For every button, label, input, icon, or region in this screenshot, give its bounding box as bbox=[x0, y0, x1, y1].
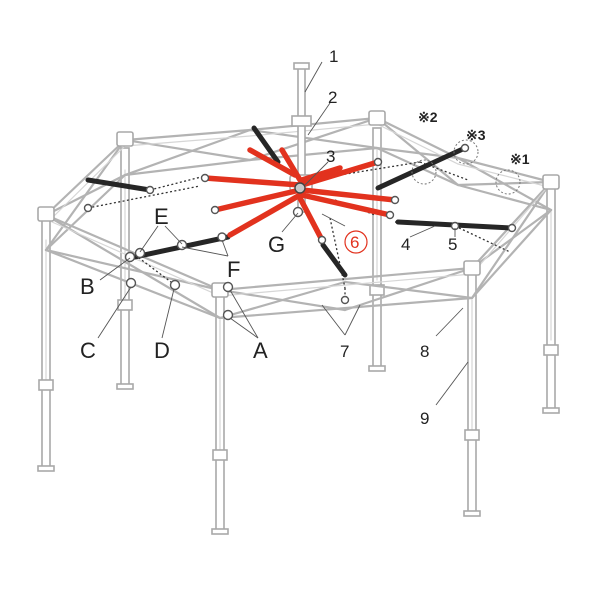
label-4: 4 bbox=[401, 235, 410, 254]
red-strut-e1 bbox=[299, 159, 381, 188]
red-strut-nw bbox=[247, 147, 298, 178]
lower-rail-back bbox=[44, 146, 553, 252]
center-pole-cap bbox=[293, 62, 310, 70]
joint-E1 bbox=[134, 247, 146, 259]
label-note-2: ※2 bbox=[418, 109, 438, 125]
dark-bar-right-top bbox=[375, 145, 468, 191]
label-C: C bbox=[80, 338, 96, 363]
label-6-ring bbox=[344, 230, 368, 254]
dark-bar-back bbox=[251, 125, 281, 165]
joint-A2 bbox=[222, 309, 234, 321]
top-rail-back bbox=[44, 116, 553, 217]
detail-ring-1 bbox=[495, 169, 521, 195]
red-strut-s bbox=[227, 192, 303, 238]
part-labels: 1 2 3 4 5 6 7 8 9 E F B C D A G ※2 ※3 ※1 bbox=[80, 47, 530, 428]
foot-front bbox=[211, 528, 229, 535]
detail-ring-3 bbox=[453, 139, 479, 165]
label-A: A bbox=[253, 338, 268, 363]
dark-bar-left bbox=[85, 177, 153, 193]
foot-right-front bbox=[463, 510, 481, 517]
label-E: E bbox=[154, 204, 169, 229]
label-6: 6 bbox=[350, 233, 359, 252]
joint-E2 bbox=[176, 239, 188, 251]
label-5: 5 bbox=[448, 235, 457, 254]
red-strut-w bbox=[202, 175, 303, 188]
detail-markers bbox=[411, 139, 521, 195]
joint-D bbox=[169, 279, 181, 291]
label-3: 3 bbox=[326, 147, 335, 166]
label-note-1: ※1 bbox=[510, 151, 530, 167]
joints bbox=[83, 143, 517, 321]
foot-back-left bbox=[116, 383, 134, 390]
label-G: G bbox=[268, 232, 285, 257]
red-strut-sse bbox=[297, 195, 325, 243]
red-struts bbox=[202, 147, 398, 243]
foot-left bbox=[37, 465, 55, 472]
foot-right bbox=[542, 407, 560, 414]
label-9: 9 bbox=[420, 409, 429, 428]
label-8: 8 bbox=[420, 342, 429, 361]
center-pole-hub bbox=[291, 115, 312, 127]
label-D: D bbox=[154, 338, 170, 363]
joint-A1 bbox=[222, 281, 234, 293]
joint-F bbox=[217, 232, 227, 242]
dark-bar-front bbox=[320, 242, 348, 278]
foot-back-center bbox=[368, 365, 386, 372]
red-strut-se bbox=[299, 192, 393, 218]
joint-G bbox=[292, 206, 304, 218]
label-note-3: ※3 bbox=[466, 127, 486, 143]
label-1: 1 bbox=[329, 47, 338, 66]
joint-C bbox=[125, 277, 137, 289]
legs bbox=[37, 127, 560, 535]
leader-lines bbox=[97, 61, 469, 406]
label-B: B bbox=[80, 274, 95, 299]
label-F: F bbox=[227, 257, 240, 282]
red-strut-sw bbox=[212, 187, 303, 213]
red-strut-ne bbox=[299, 165, 343, 183]
label-7: 7 bbox=[340, 342, 349, 361]
label-2: 2 bbox=[328, 88, 337, 107]
joint-G-hub bbox=[294, 182, 306, 194]
red-strut-e2 bbox=[299, 187, 398, 203]
detail-ring-2 bbox=[411, 159, 437, 185]
